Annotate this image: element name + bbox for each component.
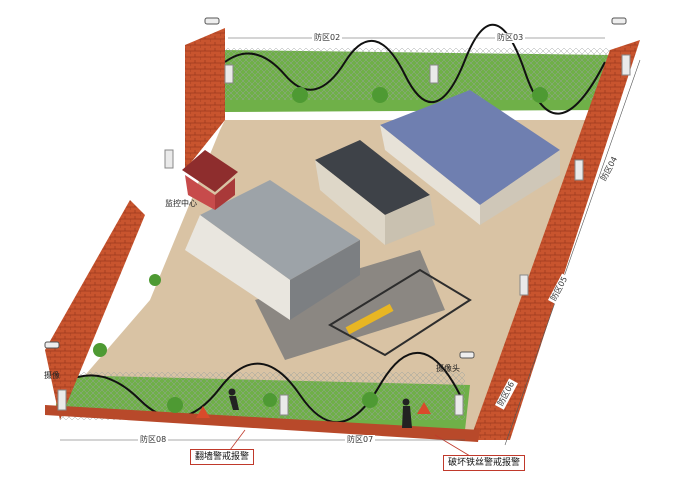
right-wall [470, 40, 640, 440]
factory-front [185, 215, 290, 320]
crane-yellow [345, 303, 394, 335]
front-fence-wire [59, 352, 461, 423]
trees [93, 87, 548, 413]
camera-label-right: 摄像头 [436, 364, 460, 373]
intruder-cutting-icon [402, 398, 412, 428]
front-wall-base [45, 405, 480, 442]
factory-roof [200, 180, 360, 280]
wire-damage-alarm-callout: 破坏铁丝警戒报警 [443, 455, 526, 471]
back-fence [225, 48, 610, 100]
factory-side [290, 240, 360, 320]
warning-icon-left [196, 406, 210, 418]
gantry-crane [328, 268, 472, 357]
warning-icon-right [417, 402, 431, 414]
zone-label-08: 防区08 [138, 435, 169, 445]
warehouse-solar-wall [380, 125, 480, 225]
left-wall-lower [45, 200, 145, 420]
camera-icon-bottom-right [459, 351, 475, 359]
fence-sensors [57, 54, 631, 416]
monitoring-house-wall [185, 175, 215, 210]
warehouse-solar-side [480, 150, 560, 225]
back-fence-wire [224, 24, 606, 115]
callout-line-wire [434, 434, 471, 457]
intruder-climbing-icon [228, 388, 239, 410]
monitoring-house-side [215, 178, 235, 210]
camera-icon-top-left [204, 17, 220, 25]
zone-label-07: 防区07 [345, 435, 376, 445]
camera-icon-bottom-left [44, 341, 60, 349]
warehouse-middle-side [385, 195, 435, 245]
dimension-lines [60, 37, 641, 446]
monitoring-house-roof [182, 150, 238, 192]
warehouse-solar-roof [380, 90, 560, 205]
warehouse-middle-wall [315, 160, 385, 245]
road [255, 250, 445, 360]
zone-label-03: 防区03 [495, 33, 526, 43]
camera-label-left: 摄像 [44, 371, 60, 380]
warehouse-middle-roof [315, 140, 430, 215]
left-wall-upper [185, 28, 225, 170]
climb-alarm-callout: 翻墙警戒报警 [190, 449, 255, 465]
monitoring-center-label: 监控中心 [165, 199, 197, 208]
zone-label-02: 防区02 [312, 33, 343, 43]
camera-icon-top-right [611, 17, 627, 25]
